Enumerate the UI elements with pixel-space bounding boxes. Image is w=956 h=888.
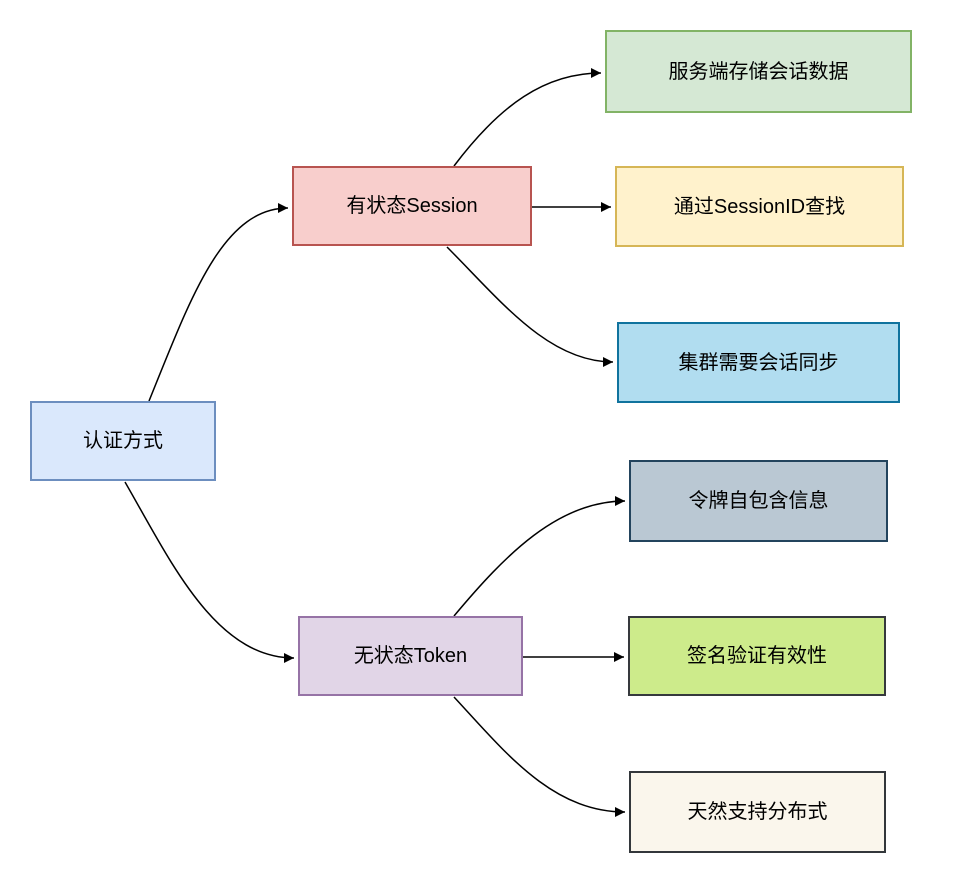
edge-root-to-token: [124, 481, 295, 663]
node-token-self-contained: 令牌自包含信息: [629, 460, 888, 542]
node-lookup-by-session-id-label: 通过SessionID查找: [673, 195, 846, 218]
node-stateful-session-label: 有状态Session: [346, 195, 478, 217]
node-server-stores-session-data-label: 服务端存储会话数据: [668, 60, 849, 83]
node-auth-method: 认证方式: [30, 401, 216, 481]
node-cluster-session-sync-label: 集群需要会话同步: [678, 351, 839, 374]
node-cluster-session-sync: 集群需要会话同步: [617, 322, 900, 403]
edge-token-to-distributed: [453, 696, 626, 817]
node-lookup-by-session-id: 通过SessionID查找: [615, 166, 904, 247]
node-token-self-contained-label: 令牌自包含信息: [688, 490, 829, 512]
edge-token-to-self-contained: [453, 496, 626, 617]
edge-session-to-server-storage: [453, 68, 602, 167]
node-stateful-session: 有状态Session: [292, 166, 532, 246]
node-signature-validation: 签名验证有效性: [628, 616, 886, 696]
node-server-stores-session-data: 服务端存储会话数据: [605, 30, 912, 113]
edge-session-to-cluster-sync: [446, 246, 614, 367]
node-distributed-support-label: 天然支持分布式: [687, 801, 828, 823]
node-signature-validation-label: 签名验证有效性: [687, 645, 827, 667]
node-auth-method-label: 认证方式: [83, 430, 163, 452]
node-distributed-support: 天然支持分布式: [629, 771, 886, 853]
node-stateless-token: 无状态Token: [298, 616, 523, 696]
edge-root-to-session: [148, 203, 289, 402]
node-stateless-token-label: 无状态Token: [353, 645, 468, 667]
